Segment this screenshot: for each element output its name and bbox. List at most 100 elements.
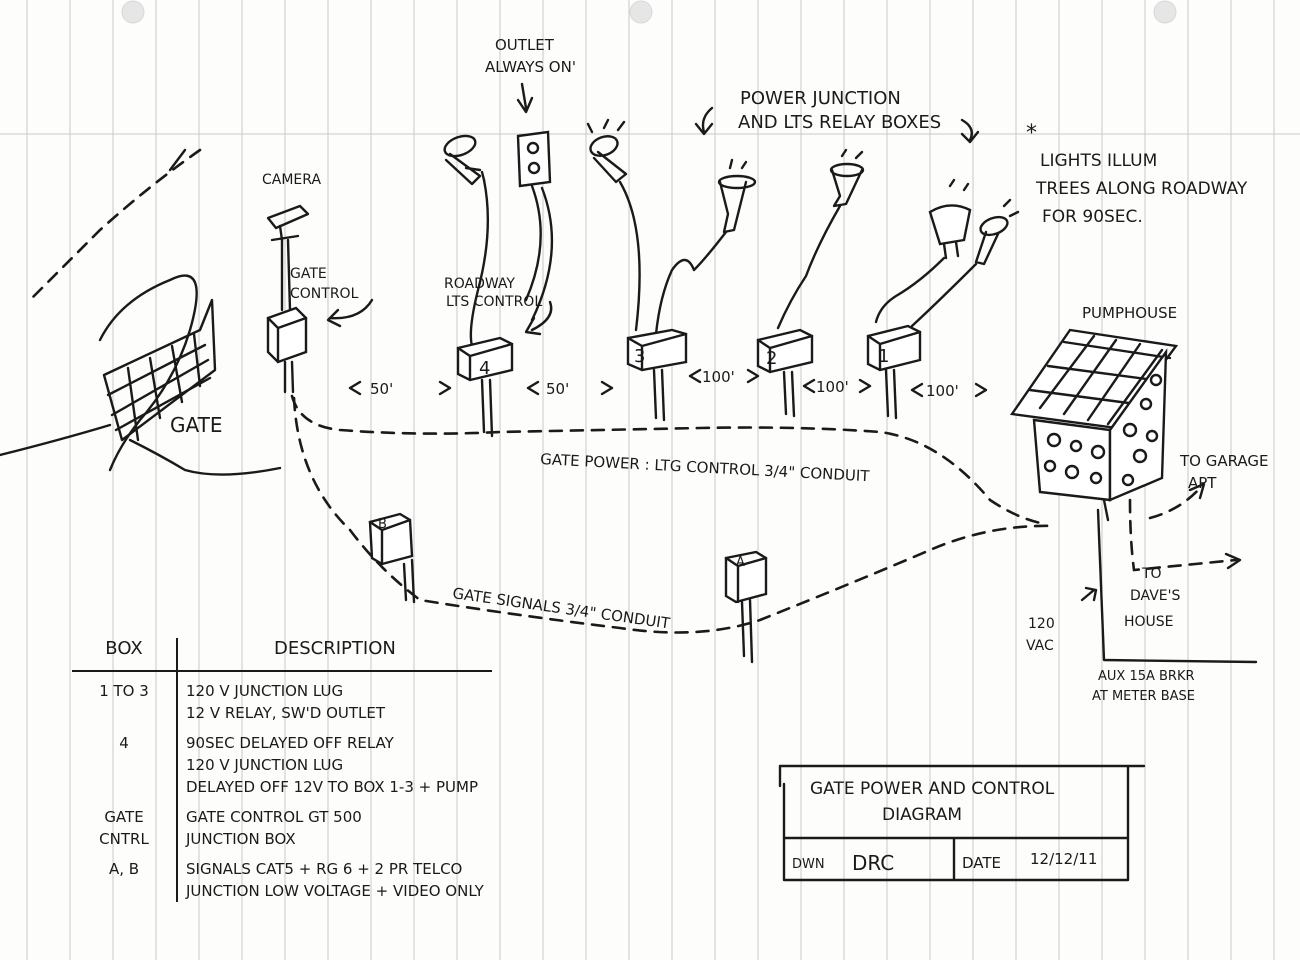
aux-breaker-label-line1: AUX 15A BRKR: [1098, 669, 1195, 684]
box-3-label: 3: [634, 346, 645, 367]
power-junction-arrow-right: [960, 118, 980, 144]
to-daves-label-line1: TO: [1141, 566, 1162, 582]
distance-gate-to-4: 50': [370, 380, 393, 398]
light-fixture-icon: [928, 178, 972, 260]
box-legend: BOX DESCRIPTION 1 TO 3 120 V JUNCTION LU…: [72, 638, 632, 902]
legend-line: JUNCTION BOX: [186, 830, 296, 848]
light-feed-wire: [654, 230, 728, 336]
legend-row: A, B SIGNALS CAT5 + RG 6 + 2 PR TELCO JU…: [72, 850, 492, 902]
distance-2-to-1: 100': [816, 378, 849, 396]
light-fixture-icon: [829, 148, 865, 208]
driveway-left-edge: [0, 423, 112, 457]
lights-note-line3: FOR 90SEC.: [1042, 207, 1143, 227]
gate-power-conduit-label: GATE POWER : LTG CONTROL 3/4" CONDUIT: [540, 450, 871, 485]
light-feed-wire: [874, 256, 978, 328]
junction-box-b: B: [368, 512, 416, 604]
light-fixture-icon: [717, 158, 757, 234]
junction-box-1: 1: [866, 324, 922, 420]
garage-conduit: [1148, 486, 1202, 520]
vac-label-line2: VAC: [1026, 638, 1054, 654]
daves-house-conduit: [1128, 498, 1238, 572]
legend-description: GATE CONTROL GT 500 JUNCTION BOX: [177, 798, 492, 850]
box-b-label: B: [378, 517, 387, 532]
outlet-note-line1: OUTLET: [495, 36, 555, 54]
legend-row: 1 TO 3 120 V JUNCTION LUG 12 V RELAY, SW…: [72, 671, 492, 724]
outlet-feed-wire: [524, 184, 554, 322]
road-mark: [168, 148, 187, 172]
to-garage-label-line1: TO GARAGE: [1179, 452, 1269, 470]
title-block: GATE POWER AND CONTROL DIAGRAM DWN DRC D…: [778, 764, 1146, 882]
junction-box-2: 2: [756, 328, 814, 418]
roadway-control-label-line1: ROADWAY: [444, 276, 515, 292]
driveway-edge: [28, 148, 202, 302]
legend-box-id: 1 TO 3: [72, 671, 178, 724]
box-2-label: 2: [766, 348, 777, 369]
distance-markers: 50' 50' 100' 100' 100': [348, 368, 988, 400]
gate-label: GATE: [170, 413, 222, 437]
service-feed-line: [1096, 498, 1258, 664]
gate-signals-conduit: [292, 396, 1058, 634]
camera-post: [280, 238, 292, 312]
legend-box-id: GATE CNTRL: [72, 798, 178, 850]
legend-line: 12 V RELAY, SW'D OUTLET: [186, 704, 386, 722]
pumphouse-drawing: [1009, 328, 1179, 502]
legend-row: 4 90SEC DELAYED OFF RELAY 120 V JUNCTION…: [72, 724, 492, 798]
title-line1: GATE POWER AND CONTROL: [810, 779, 1055, 799]
light-fixture-icon: [974, 198, 1020, 266]
punch-hole: [629, 0, 653, 24]
date-value: 12/12/11: [1030, 850, 1097, 868]
outlet-icon: [516, 130, 552, 188]
distance-3-to-2: 100': [702, 368, 735, 386]
camera-icon: [266, 204, 310, 242]
gate-drawing: [102, 298, 217, 442]
legend-line: 120 V JUNCTION LUG: [186, 756, 344, 774]
date-label: DATE: [962, 854, 1001, 872]
to-daves-label-line2: DAVE'S: [1130, 588, 1180, 604]
roadway-control-arrow: [524, 300, 553, 336]
legend-description: SIGNALS CAT5 + RG 6 + 2 PR TELCO JUNCTIO…: [177, 850, 492, 902]
asterisk-mark: *: [1026, 121, 1037, 146]
garage-arrow: [1188, 482, 1206, 500]
power-junction-note-line1: POWER JUNCTION: [740, 88, 901, 109]
box-a-label: A: [736, 555, 745, 570]
light-feed-wire: [618, 180, 641, 332]
outlet-note-line2: ALWAYS ON': [485, 58, 576, 76]
light-fixture-icon: [586, 118, 628, 184]
box-4-label: 4: [479, 358, 490, 379]
legend-header-description: DESCRIPTION: [177, 638, 492, 672]
distance-1-to-pumphouse: 100': [926, 382, 959, 400]
legend-description: 90SEC DELAYED OFF RELAY 120 V JUNCTION L…: [177, 724, 492, 798]
punch-hole: [121, 0, 145, 24]
punch-hole: [1153, 0, 1177, 24]
driveway-bottom-edge: [128, 438, 282, 476]
pumphouse-label: PUMPHOUSE: [1082, 304, 1177, 322]
title-line2: DIAGRAM: [882, 805, 962, 825]
vac-arrow: [1080, 586, 1098, 602]
legend-header-box: BOX: [72, 638, 178, 672]
junction-box-a: A: [724, 550, 768, 664]
daves-house-arrow: [1224, 552, 1242, 570]
light-fixture-icon: [443, 134, 486, 186]
legend-description: 120 V JUNCTION LUG 12 V RELAY, SW'D OUTL…: [177, 671, 492, 724]
vac-label-line1: 120: [1028, 616, 1055, 632]
legend-line: DELAYED OFF 12V TO BOX 1-3 + PUMP: [186, 778, 479, 796]
to-daves-label-line3: HOUSE: [1124, 614, 1174, 630]
drawn-by-initials: DRC: [852, 851, 894, 875]
driveway-curve: [98, 274, 198, 472]
lights-note-line1: LIGHTS ILLUM: [1040, 151, 1157, 171]
gate-control-label-line2: CONTROL: [290, 286, 359, 302]
legend-line: JUNCTION LOW VOLTAGE + VIDEO ONLY: [186, 882, 484, 900]
box-1-label: 1: [878, 346, 889, 367]
drawn-by-label: DWN: [792, 857, 825, 872]
junction-box-4: 4: [456, 336, 514, 438]
aux-breaker-label-line2: AT METER BASE: [1092, 689, 1195, 704]
legend-line: 120 V JUNCTION LUG: [186, 682, 344, 700]
gate-control-box: [266, 306, 308, 364]
legend-line: GATE CONTROL GT 500: [186, 808, 362, 826]
gate-control-label-line1: GATE: [290, 266, 327, 282]
outlet-arrow: [516, 82, 534, 114]
roadway-control-label-line2: LTS CONTROL: [446, 294, 542, 310]
legend-table: BOX DESCRIPTION 1 TO 3 120 V JUNCTION LU…: [72, 638, 492, 902]
junction-box-3: 3: [626, 328, 688, 422]
